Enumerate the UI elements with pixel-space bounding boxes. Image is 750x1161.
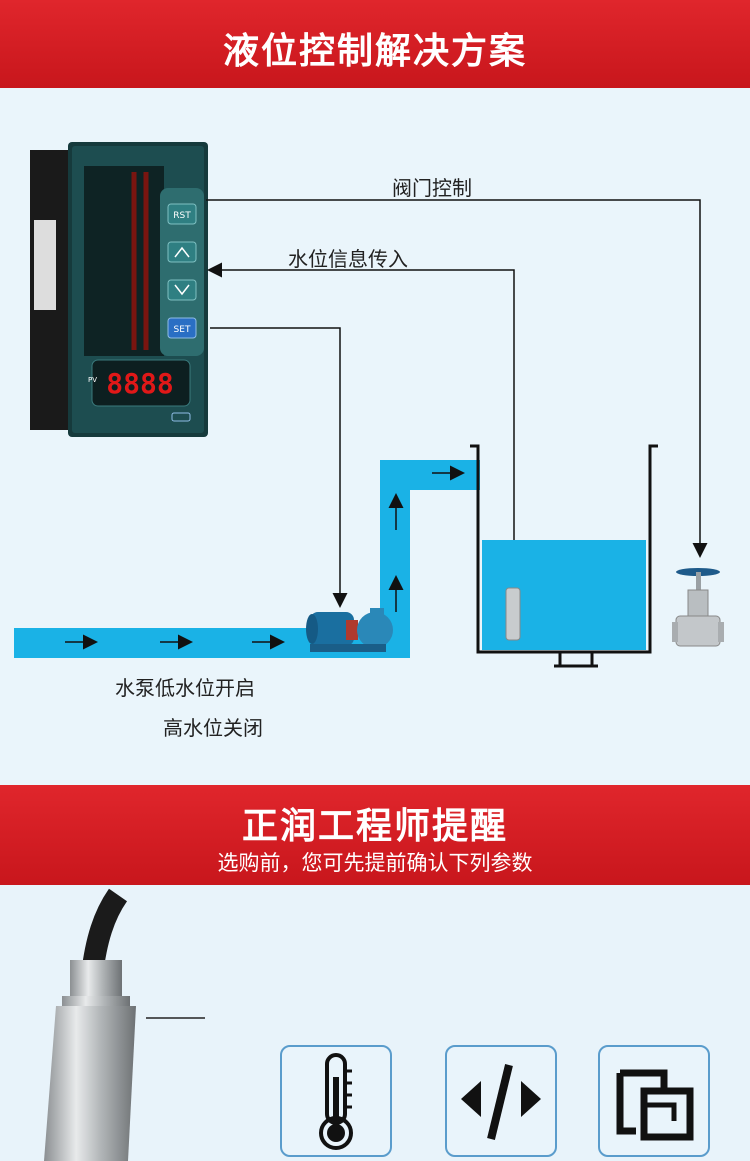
svg-text:SET: SET [174, 325, 191, 335]
svg-text:RST: RST [173, 211, 191, 221]
reminder-title: 正润工程师提醒 [241, 806, 508, 847]
level-input-line [207, 262, 515, 590]
svg-text:8888: 8888 [106, 367, 173, 400]
pv-display [91, 359, 191, 407]
pump-note-line1: 水泵低水位开启 [115, 676, 255, 700]
reminder-subtitle: 选购前，您可先提前确认下列参数 [217, 851, 533, 875]
header-banner: 液位控制解决方案 [0, 0, 750, 88]
pump-control-line [210, 327, 348, 608]
svg-text:PV: PV [88, 376, 97, 384]
water-tank [470, 444, 658, 668]
thermometer-icon [319, 1053, 353, 1150]
media-parameter[interactable] [445, 1045, 557, 1157]
level-control-diagram: RST SET 8888 PV [14, 142, 724, 668]
level-controller: RST SET 8888 PV [30, 142, 208, 437]
up-button[interactable] [167, 241, 197, 263]
sensor-head [70, 960, 122, 998]
media-direction-icon [461, 1064, 541, 1140]
set-button[interactable]: SET [167, 317, 197, 339]
sensor-illustration [44, 888, 205, 1161]
valve-control-line [206, 199, 708, 558]
reminder-banner: 正润工程师提醒 选购前，您可先提前确认下列参数 [0, 785, 750, 885]
gate-valve [672, 568, 724, 647]
temperature-parameter[interactable] [280, 1045, 392, 1157]
valve-control-label: 阀门控制 [392, 176, 472, 200]
rst-button[interactable]: RST [167, 203, 197, 225]
flow-arrows [65, 465, 465, 650]
water-pipe [14, 460, 480, 658]
level-input-label: 水位信息传入 [288, 247, 408, 271]
level-sensor [505, 587, 521, 641]
down-button[interactable] [167, 279, 197, 301]
chevron-up-icon [174, 246, 190, 258]
pump-note-line2: 高水位关闭 [163, 716, 263, 740]
connection-parameter[interactable] [598, 1045, 710, 1157]
sensor-body [44, 1006, 136, 1161]
chevron-down-icon [174, 284, 190, 296]
water-pump [306, 608, 393, 652]
button-panel [160, 188, 204, 356]
page-title: 液位控制解决方案 [222, 31, 527, 72]
process-connection-icon [616, 1069, 694, 1141]
